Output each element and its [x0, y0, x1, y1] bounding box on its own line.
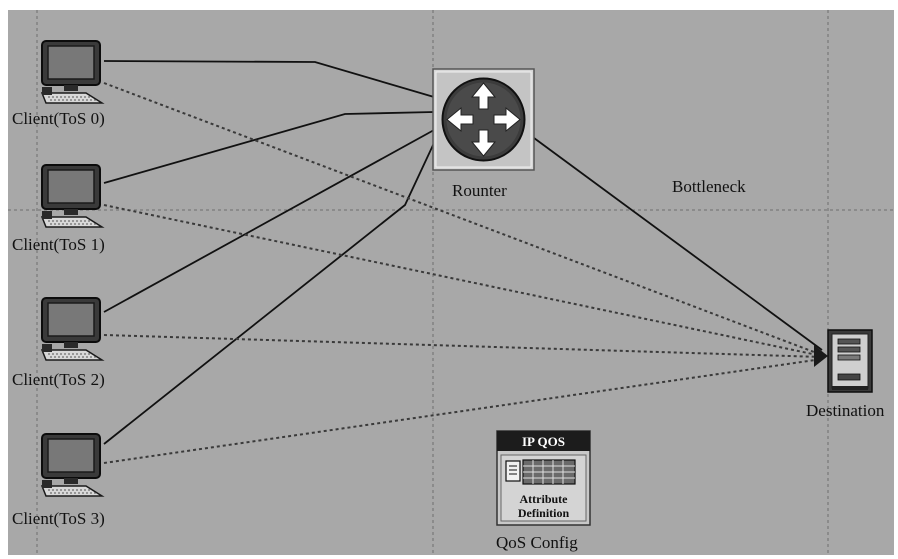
qos-config-node[interactable]: IP QOS Attribute Definition [496, 430, 591, 526]
server-icon [827, 329, 873, 393]
flow-client3-destination [103, 358, 823, 464]
link-router-destination [533, 137, 823, 351]
qos-line2: Definition [518, 506, 570, 520]
destination-label: Destination [806, 401, 885, 420]
qos-line1: Attribute [520, 492, 569, 506]
destination-node[interactable] [827, 329, 873, 393]
router-label: Rounter [452, 181, 507, 200]
link-client2-router [103, 129, 435, 313]
client2-label: Client(ToS 2) [12, 370, 105, 389]
link-client3-router [103, 142, 435, 445]
link-client0-router [103, 60, 435, 98]
router-node[interactable] [432, 68, 535, 171]
destination-arrowhead [814, 345, 828, 367]
client0-label: Client(ToS 0) [12, 109, 105, 128]
router-icon [441, 77, 526, 162]
qos-config-icon: IP QOS Attribute Definition [496, 430, 591, 526]
client-router-links [103, 60, 435, 445]
flow-client0-destination [103, 82, 823, 356]
client3-label: Client(ToS 3) [12, 509, 105, 528]
qos-config-label: QoS Config [496, 533, 578, 552]
client1-label: Client(ToS 1) [12, 235, 105, 254]
traffic-flows [103, 82, 823, 464]
bottleneck-label: Bottleneck [672, 177, 746, 196]
flow-client1-destination [103, 204, 823, 357]
qos-header: IP QOS [522, 434, 565, 449]
link-client1-router [103, 111, 435, 184]
